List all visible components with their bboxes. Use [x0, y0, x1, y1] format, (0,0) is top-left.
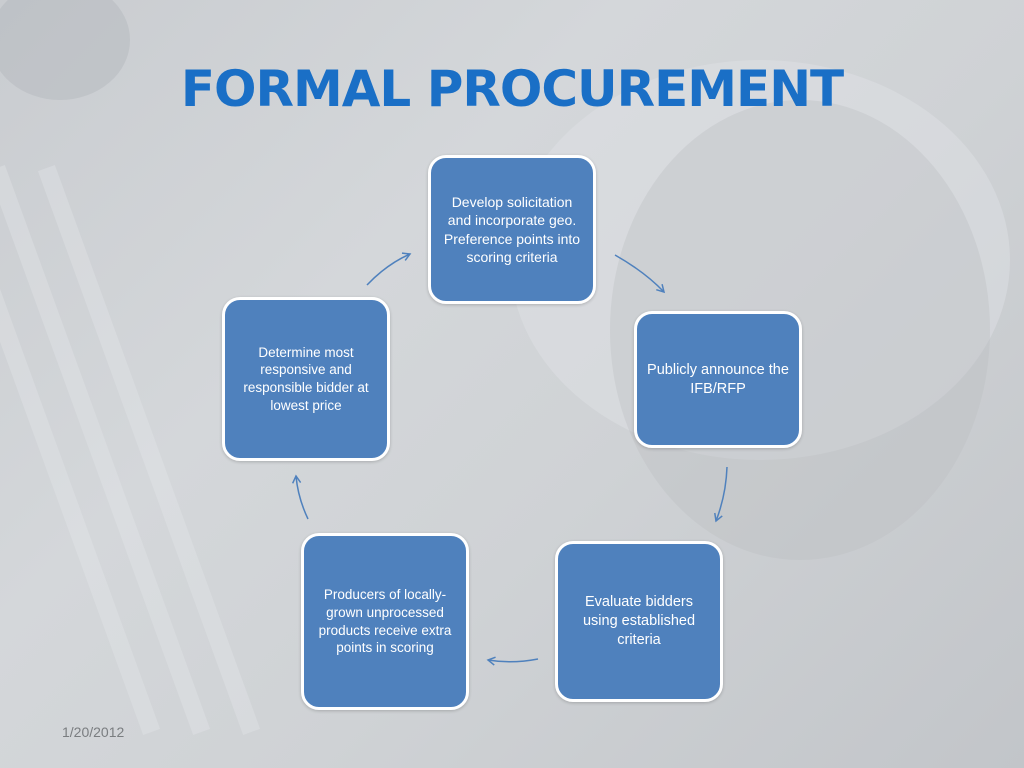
arrow-step5-to-step1: [366, 252, 412, 286]
arrow-step1-to-step2: [614, 254, 666, 294]
cycle-step-determine-bidder: Determine most responsive and responsibl…: [222, 297, 390, 461]
cycle-step-evaluate-bidders: Evaluate bidders using established crite…: [555, 541, 723, 702]
cycle-step-text: Producers of locally-grown unprocessed p…: [318, 587, 452, 656]
cycle-step-publicly-announce: Publicly announce the IFB/RFP: [634, 311, 802, 448]
cycle-step-text: Publicly announce the IFB/RFP: [647, 361, 789, 397]
slide-title: FORMAL PROCUREMENT: [180, 60, 844, 118]
arrow-step3-to-step4: [486, 656, 539, 666]
cycle-step-text: Evaluate bidders using established crite…: [582, 594, 696, 648]
cycle-step-text: Develop solicitation and incorporate geo…: [443, 194, 581, 265]
arrow-step2-to-step3: [714, 466, 728, 523]
slide-date: 1/20/2012: [62, 724, 125, 740]
cycle-step-local-producers-points: Producers of locally-grown unprocessed p…: [301, 533, 469, 710]
arrow-step4-to-step5: [291, 474, 309, 520]
cycle-step-develop-solicitation: Develop solicitation and incorporate geo…: [428, 155, 596, 304]
cycle-step-text: Determine most responsive and responsibl…: [243, 344, 369, 413]
